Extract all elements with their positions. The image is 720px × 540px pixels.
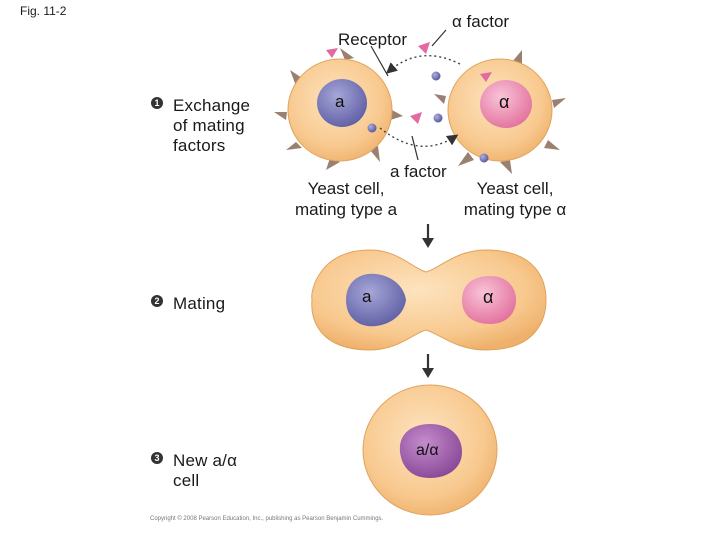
cell-alpha-receptors [434, 50, 566, 174]
step-1-badge: 1 [151, 97, 163, 109]
step-1-line-1: Exchange [173, 96, 251, 115]
copyright-notice: Copyright © 2008 Pearson Education, Inc.… [150, 516, 384, 522]
cell-a-caption-line-1: Yeast cell, [307, 179, 385, 198]
nucleus-alpha-label: α [499, 92, 510, 112]
step-2-text: Mating [173, 294, 226, 313]
fused-cell-a-nucleus [346, 273, 406, 327]
nucleus-a-label: a [335, 92, 345, 111]
receptor-label: Receptor [338, 30, 407, 49]
a-factor-particles [367, 71, 489, 163]
cell-alpha-caption-line-2: mating type α [463, 200, 567, 219]
alpha-factor-pointer [431, 29, 447, 47]
alpha-factor-path-arrow [385, 54, 461, 74]
fused-nucleus-alpha-label: α [483, 287, 494, 307]
step-1-line-2: of mating [173, 116, 245, 135]
step-3-text: New a/α cell [173, 451, 237, 491]
a-factor-pointer [411, 135, 419, 161]
diploid-nucleus-label: a/α [416, 442, 439, 459]
diploid-nucleus [399, 424, 462, 478]
step-1-text: Exchange of mating factors [173, 96, 250, 156]
cell-alpha-caption: Yeast cell, mating type α [440, 178, 590, 220]
alpha-factor-label: α factor [452, 12, 510, 31]
down-arrow-1-head [422, 238, 434, 248]
cell-alpha-nucleus [480, 80, 532, 128]
cell-a-caption: Yeast cell, mating type a [276, 178, 416, 220]
receptor-pointer [370, 45, 389, 77]
step-3-line-2: cell [173, 471, 200, 490]
cell-alpha-caption-line-1: Yeast cell, [476, 179, 554, 198]
figure-label: Fig. 11-2 [20, 4, 67, 18]
cell-a-caption-line-2: mating type a [294, 200, 398, 219]
a-factor-label: a factor [390, 162, 447, 181]
cell-a-nucleus [317, 79, 367, 127]
step-3-badge: 3 [151, 452, 163, 464]
a-factor-path-arrow [379, 127, 459, 147]
fused-cell-alpha-nucleus [462, 276, 516, 324]
down-arrow-2-head [422, 368, 434, 378]
step-2-badge: 2 [151, 295, 163, 307]
fused-nucleus-a-label: a [362, 287, 372, 306]
step-3-line-1: New a/α [173, 451, 238, 470]
alpha-factor-particles [326, 42, 492, 124]
step-1-line-3: factors [173, 136, 226, 155]
